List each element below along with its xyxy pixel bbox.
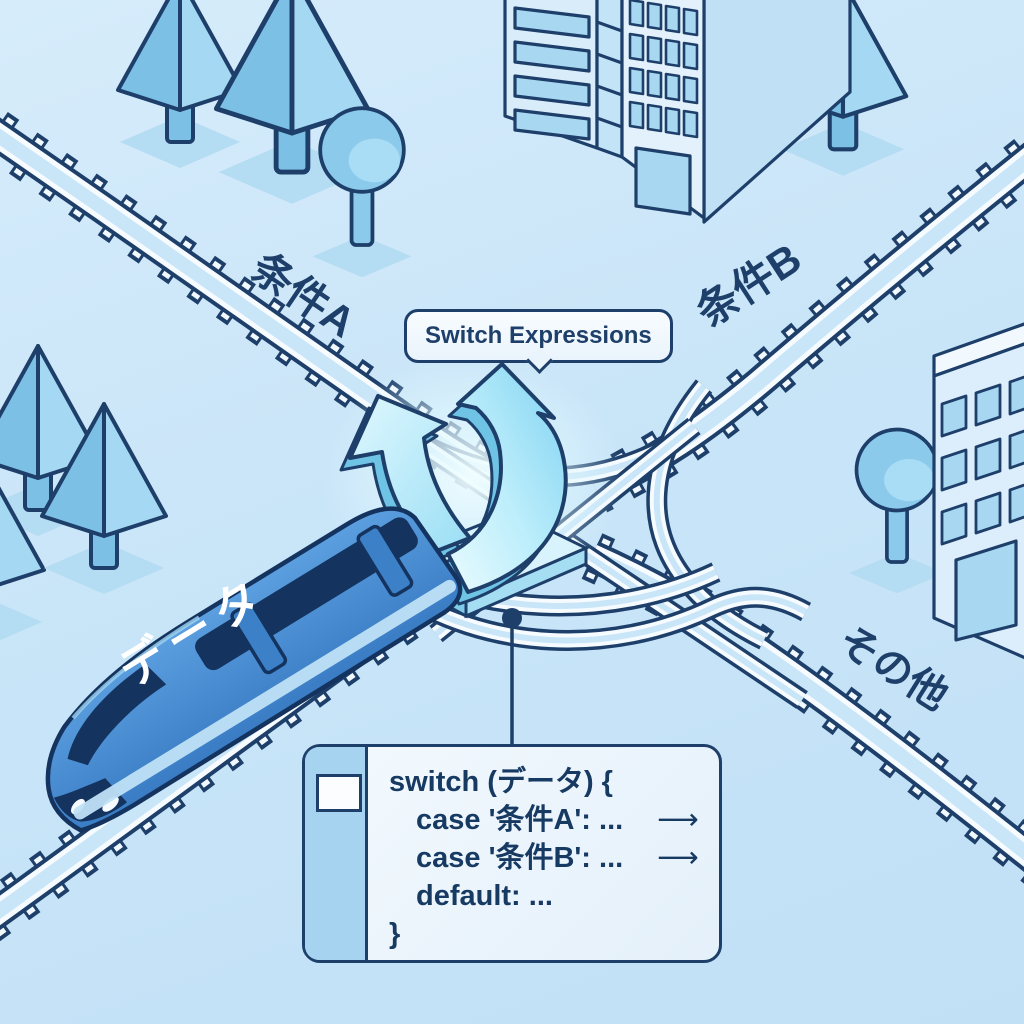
code-line-switch: switch (データ) { (389, 766, 613, 798)
case-a-arrow-icon: ⟶ (657, 804, 699, 836)
building-center (503, 0, 852, 224)
callout-connector (502, 608, 522, 748)
code-line-case-b: case '条件B': ... ⟶ (389, 839, 711, 877)
code-line-case-a: case '条件A': ... ⟶ (389, 801, 711, 839)
title-bubble-text: Switch Expressions (425, 322, 652, 349)
code-line-case-a-text: case '条件A': ... (416, 804, 624, 836)
code-box-notch (316, 774, 362, 812)
train (45, 506, 463, 833)
code-line-default: default: ... (416, 880, 553, 912)
building-right (932, 322, 1024, 660)
code-line-close: } (389, 918, 401, 950)
code-lines: switch (データ) { case '条件A': ... ⟶ case '条件… (389, 763, 711, 953)
title-bubble: Switch Expressions (404, 309, 673, 374)
code-snippet-box: switch (データ) { case '条件A': ... ⟶ case '条件… (302, 744, 722, 963)
case-b-arrow-icon: ⟶ (657, 842, 699, 874)
callout-dot (502, 608, 522, 628)
code-line-case-b-text: case '条件B': ... (416, 842, 624, 874)
arrow-right (446, 362, 568, 594)
